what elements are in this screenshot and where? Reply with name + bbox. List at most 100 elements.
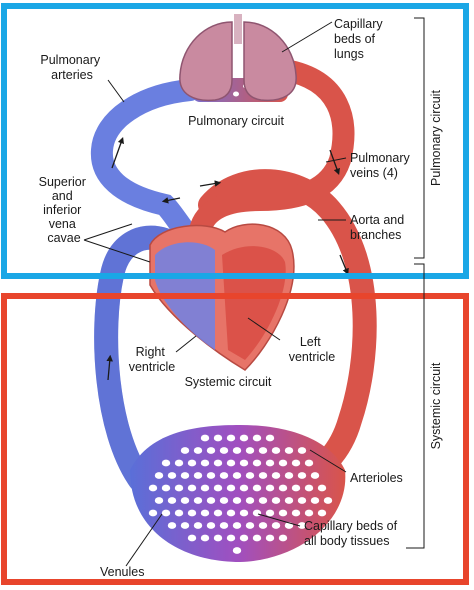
capillary-hole: [180, 472, 190, 479]
capillary-hole: [232, 522, 242, 529]
capillary-hole: [239, 434, 249, 442]
capillary-hole: [265, 434, 275, 442]
arterioles-label: Arterioles: [350, 471, 403, 485]
capillary-beds-lungs-label: Capillary beds of lungs: [334, 17, 386, 61]
capillary-hole: [265, 459, 275, 467]
capillary-hole: [278, 534, 288, 542]
capillary-hole: [297, 497, 307, 504]
capillary-hole: [200, 534, 210, 542]
capillary-hole: [239, 509, 249, 517]
capillary-hole: [239, 459, 249, 467]
capillary-hole: [271, 497, 281, 504]
capillary-hole: [174, 484, 184, 492]
capillary-hole: [154, 472, 164, 479]
capillary-hole: [232, 447, 242, 454]
capillary-hole: [193, 447, 203, 454]
flow-arrows: [106, 136, 349, 381]
capillary-hole: [180, 522, 190, 529]
pulmonary-veins-label: Pulmonary veins (4): [350, 151, 413, 180]
left-ventricle-label: Left ventricle: [289, 335, 336, 364]
capillary-hole: [193, 497, 203, 504]
capillary-hole: [148, 484, 158, 492]
capillary-hole: [187, 484, 197, 492]
capillary-hole: [200, 484, 210, 492]
capillary-hole: [278, 509, 288, 517]
capillary-hole: [284, 497, 294, 504]
capillary-hole: [200, 509, 210, 517]
capillary-hole: [226, 509, 236, 517]
capillary-hole: [161, 509, 171, 517]
systemic-circuit-box: [1, 293, 469, 585]
systemic-bracket-label: Systemic circuit: [429, 362, 443, 449]
capillary-hole: [278, 484, 288, 492]
capillary-hole: [310, 497, 320, 504]
lungs: [179, 14, 297, 102]
capillary-hole: [174, 509, 184, 517]
vena-cavae-label: Superior and inferior vena cavae: [39, 175, 90, 245]
capillary-hole: [252, 459, 262, 467]
capillary-hole: [317, 509, 327, 517]
capillary-hole: [206, 472, 216, 479]
capillary-hole: [226, 459, 236, 467]
capillary-hole: [271, 447, 281, 454]
capillary-hole: [226, 534, 236, 542]
vessels: [90, 14, 377, 562]
capillary-hole: [226, 484, 236, 492]
capillary-hole: [226, 434, 236, 442]
capillary-hole: [271, 472, 281, 479]
capillary-hole: [219, 522, 229, 529]
capillary-hole: [304, 459, 314, 467]
capillary-hole: [271, 522, 281, 529]
systemic-circuit-label: Systemic circuit: [185, 375, 272, 389]
capillary-hole: [245, 522, 255, 529]
pulmonary-vein-vessel: [189, 59, 355, 241]
aorta-branches-label: Aorta and branches: [350, 213, 408, 242]
capillary-hole: [245, 472, 255, 479]
capillary-hole: [206, 447, 216, 454]
capillary-hole: [304, 509, 314, 517]
capillary-hole: [167, 497, 177, 504]
capillary-hole: [213, 534, 223, 542]
capillary-hole: [174, 459, 184, 467]
capillary-hole: [213, 459, 223, 467]
capillary-hole: [252, 509, 262, 517]
bracket-lines: [406, 17, 425, 549]
capillary-hole: [258, 472, 268, 479]
capillary-hole: [265, 509, 275, 517]
capillary-hole: [284, 472, 294, 479]
capillary-hole: [258, 447, 268, 454]
body-capillary-bed: [130, 425, 346, 562]
capillary-hole: [239, 534, 249, 542]
capillary-hole: [252, 434, 262, 442]
capillary-hole: [200, 459, 210, 467]
capillary-hole: [187, 459, 197, 467]
capillary-hole: [193, 472, 203, 479]
pulmonary-artery-vessel: [90, 79, 216, 266]
capillary-hole: [200, 434, 210, 442]
capillary-hole: [148, 509, 158, 517]
capillary-hole: [167, 472, 177, 479]
capillary-hole: [213, 509, 223, 517]
capillary-hole: [213, 434, 223, 442]
capillary-hole: [310, 472, 320, 479]
capillary-hole: [297, 522, 307, 529]
capillary-hole: [232, 472, 242, 479]
capillary-hole: [252, 534, 262, 542]
capillary-hole: [219, 447, 229, 454]
capillary-hole: [291, 484, 301, 492]
pulmonary-circuit-box: [1, 3, 469, 279]
capillary-hole: [265, 534, 275, 542]
right-ventricle-label: Right ventricle: [129, 345, 176, 374]
capillary-hole: [187, 509, 197, 517]
capillary-hole: [232, 497, 242, 504]
capillary-hole: [239, 484, 249, 492]
pulmonary-arteries-label: Pulmonary arteries: [40, 53, 103, 82]
capillary-hole: [252, 484, 262, 492]
capillary-hole: [167, 522, 177, 529]
capillary-hole: [206, 522, 216, 529]
capillary-hole: [297, 472, 307, 479]
capillary-hole: [245, 447, 255, 454]
capillary-hole: [154, 497, 164, 504]
capillary-hole: [187, 534, 197, 542]
